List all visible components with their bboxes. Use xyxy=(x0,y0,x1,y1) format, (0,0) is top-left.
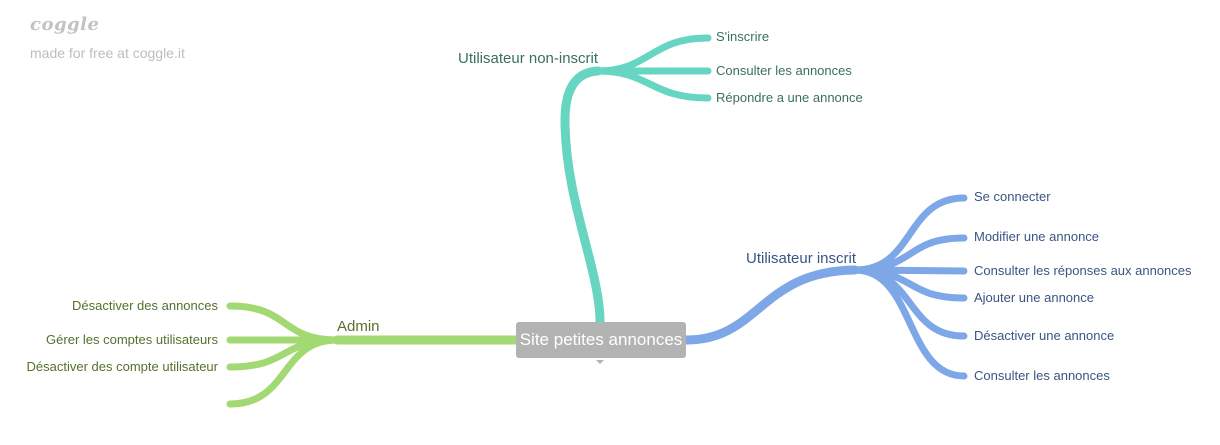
node-desactiver-annonce[interactable]: Désactiver une annonce xyxy=(974,328,1115,343)
node-gerer-comptes[interactable]: Gérer les comptes utilisateurs xyxy=(46,332,218,347)
branch-admin[interactable]: Admin xyxy=(337,318,380,335)
node-ajouter-annonce[interactable]: Ajouter une annonce xyxy=(974,290,1094,305)
connector-sinscrire xyxy=(594,34,712,75)
coggle-tagline: made for free at coggle.it xyxy=(30,45,185,61)
coggle-logo: coggle xyxy=(30,14,100,35)
node-se-connecter[interactable]: Se connecter xyxy=(974,189,1051,204)
connector-consulter-annonces xyxy=(851,266,968,380)
node-consulter-annonces-inscrit[interactable]: Consulter les annonces xyxy=(974,368,1110,383)
connector-repondre xyxy=(594,67,712,102)
node-modifier-annonce[interactable]: Modifier une annonce xyxy=(974,229,1100,244)
connector-se-connecter xyxy=(851,194,968,274)
branch-non-inscrit[interactable]: Utilisateur non-inscrit xyxy=(458,50,599,67)
node-repondre-annonce[interactable]: Répondre a une annonce xyxy=(716,90,863,105)
connector-center-to-non-inscrit xyxy=(560,66,605,327)
node-consulter-annonces-non-inscrit[interactable]: Consulter les annonces xyxy=(716,63,852,78)
node-sinscrire[interactable]: S'inscrire xyxy=(716,29,770,44)
connector-center-to-inscrit xyxy=(681,265,860,345)
node-consulter-reponses[interactable]: Consulter les réponses aux annonces xyxy=(974,263,1192,278)
connector-desactiver-annonces xyxy=(226,302,341,344)
branch-inscrit[interactable]: Utilisateur inscrit xyxy=(746,250,857,267)
node-desactiver-annonces[interactable]: Désactiver des annonces xyxy=(72,298,218,313)
node-desactiver-comptes[interactable]: Désactiver des compte utilisateur xyxy=(26,359,218,374)
connector-empty-node xyxy=(226,336,341,408)
central-node[interactable]: Site petites annonces xyxy=(516,322,686,358)
